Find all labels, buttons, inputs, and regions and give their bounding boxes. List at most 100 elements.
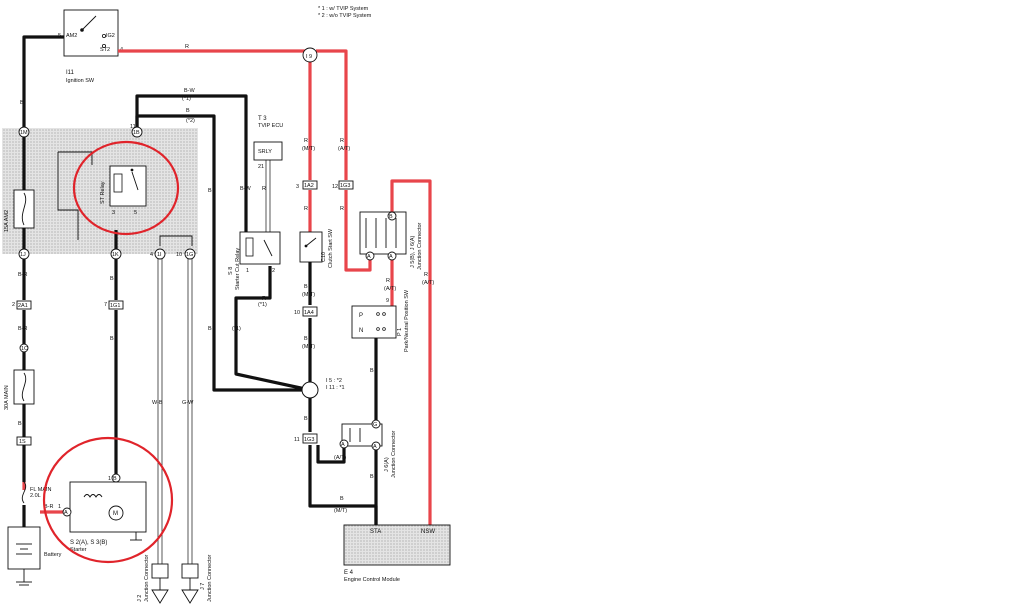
battery — [7, 526, 41, 586]
jc-lower-a-letter: A — [341, 442, 345, 448]
note-1: * 1 : w/ TVIP System — [318, 6, 369, 12]
highlight-starter — [42, 436, 174, 564]
jc-lower-name: Junction Connector — [391, 430, 397, 478]
connector-i9: I 9 — [306, 54, 312, 60]
engine-control-module — [343, 524, 451, 566]
wire-r-mt: R — [304, 138, 308, 144]
label-1k: 1K — [112, 252, 119, 258]
svg-text:M: M — [113, 511, 118, 517]
fuse-am2 — [13, 189, 35, 229]
label-1s: 1S — [19, 439, 26, 445]
wire-b-mt-3: B — [304, 284, 308, 290]
wire-b-starter: B — [110, 276, 114, 282]
pin-1-starter: 1 — [108, 476, 111, 482]
pn-sw-ref: P 1 — [397, 328, 403, 336]
jc-j7-name: Junction Connector — [207, 554, 213, 602]
pin-11-top: 11 — [130, 124, 136, 130]
wire-br-2: B-R — [18, 326, 28, 332]
st-relay-label: ST Relay — [100, 181, 106, 204]
jc-lower-ref: J 6(A) — [384, 457, 390, 472]
jb-connector-1m: 1M — [18, 126, 30, 138]
jc-j2-name: Junction Connector — [144, 554, 150, 602]
pin-1-cut: 1 — [246, 268, 249, 274]
label-1b: 1B — [133, 130, 140, 136]
tvip-ecu-name: TVIP ECU — [258, 123, 283, 129]
wire-at-nsw: (A/T) — [422, 280, 434, 286]
label-1a4: 1A4 — [304, 310, 314, 316]
ecm-name: Engine Control Module — [344, 577, 400, 583]
junction-point — [301, 381, 319, 399]
terminal-a-letter: A — [64, 510, 68, 516]
jc-lower-a2-letter: A — [373, 444, 377, 450]
pin-numbers: 2 7 3 12 10 11 4 10 1 2 9 1 1 — [12, 184, 389, 510]
terminal-b-letter: B — [113, 476, 117, 482]
junction-note-1: I 5 : *2 — [326, 378, 342, 384]
starter-cut-relay — [239, 231, 281, 265]
junction-connector-lower — [341, 423, 383, 447]
srly-label: SRLY — [258, 149, 272, 155]
label-1i: 1I — [157, 252, 162, 258]
note-2: * 2 : w/o TVIP System — [318, 13, 372, 19]
wire-r-top: R — [185, 44, 189, 50]
tvip-ecu — [253, 141, 283, 161]
pin-am2-label: AM2 — [66, 33, 77, 39]
pin-9-pn: 9 — [386, 298, 389, 304]
connector-1s: 1S — [16, 436, 32, 446]
tvip-ecu-ref: T 3 — [258, 116, 267, 122]
ignition-sw-name: Ignition SW — [66, 78, 95, 84]
wire-br-1: B-R — [18, 272, 28, 278]
label-1j: 1J — [20, 252, 26, 258]
pin-1-starter-a: 1 — [58, 504, 61, 510]
jc-j7-ref: J 7 — [200, 583, 206, 590]
wire-b-bottom: B — [340, 496, 344, 502]
wire-mt-bottom: (M/T) — [334, 508, 347, 514]
fuse-main-label: 30A MAIN — [4, 385, 10, 410]
pin-12-1g3: 12 — [332, 184, 338, 190]
wire-r-nsw: R — [424, 272, 428, 278]
jc-upper-ref: J 5(B), J 6(A) — [410, 235, 416, 268]
ecm-pin-sta: STA — [370, 529, 381, 535]
label-1g3-bottom: 1G3 — [304, 437, 314, 443]
label-1c: 1C — [21, 346, 28, 352]
pn-sw-n: N — [359, 328, 363, 334]
wire-bw-note: (*1) — [182, 96, 191, 102]
jc-upper-name: Junction Connector — [417, 222, 423, 270]
connector-1a4: 1A4 — [302, 306, 318, 317]
connector-1g1: 1G1 — [108, 300, 124, 310]
label-1g3-top: 1G3 — [340, 183, 350, 189]
cut-relay-name: Starter Cut Relay — [235, 248, 241, 290]
connectors: I 9 1M 1B 1J 1K 1I 1G 2A 1 — [16, 47, 354, 446]
red-wires — [22, 49, 432, 525]
pin-10-1a4: 10 — [294, 310, 300, 316]
connector-1g3-bottom: 1G3 — [302, 433, 318, 444]
fuse-am2-label: 15A AM2 — [4, 210, 10, 232]
wire-gw: G-W — [182, 400, 194, 406]
pn-sw-p: P — [359, 313, 363, 319]
pin-2-2a1: 2 — [12, 302, 15, 308]
ecm-pin-nsw: NSW — [421, 529, 435, 535]
connector-1g3-top: 1G3 — [338, 180, 354, 190]
jc-lower-pin-a — [339, 439, 349, 449]
wire-br-3: B-R — [44, 504, 54, 510]
wire-mt-1: (M/T) — [302, 146, 315, 152]
wire-at-pn: (A/T) — [384, 286, 396, 292]
wire-r-pn: R — [386, 278, 390, 284]
jb-connector-1k: 1K — [110, 248, 122, 260]
wire-at-1: (A/T) — [338, 146, 350, 152]
jb-connector-1g: 1G — [184, 248, 196, 260]
starter-terminal-a — [62, 507, 72, 517]
wire-b-am2: B — [20, 100, 24, 106]
jc-lower-g-letter: G — [373, 422, 377, 428]
wire-b-lower: B — [370, 474, 374, 480]
jb-connector-1i: 1I — [154, 248, 166, 260]
jc-upper-b-letter: B — [389, 214, 393, 220]
highlight-st-relay — [72, 140, 180, 236]
wire-wb: W-B — [152, 400, 163, 406]
relay-pin-5: 5 — [134, 210, 137, 216]
wire-mt-3: (M/T) — [302, 292, 315, 298]
fl-main-sub: 2.0L — [30, 493, 41, 499]
pin-st2-label: ST2 — [100, 47, 110, 53]
pin-2-cut: 2 — [272, 268, 275, 274]
jc-j2-ref: J 2 — [137, 595, 143, 602]
